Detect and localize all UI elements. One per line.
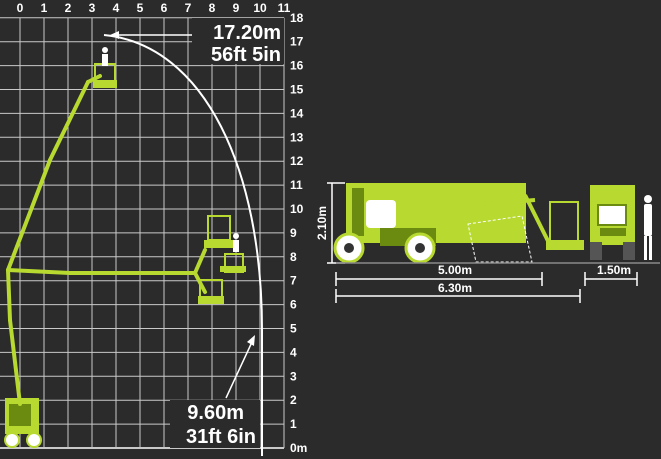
x-axis-ticks: 0 1 2 3 4 5 6 7 8 9 10 11 [17, 1, 291, 15]
grid [0, 17, 285, 449]
side-view-platform [546, 201, 584, 250]
machine-base-silhouette [4, 398, 42, 448]
y-tick-label: 18 [290, 11, 304, 25]
x-tick-label: 11 [278, 1, 291, 15]
max-outreach-leader [225, 341, 253, 399]
x-tick-label: 4 [113, 1, 120, 15]
max-height-label-bg [192, 18, 284, 64]
y-tick-label: 16 [290, 59, 304, 73]
x-tick-label: 7 [185, 1, 192, 15]
max-height-arrowhead [110, 31, 119, 39]
x-tick-label: 6 [161, 1, 168, 15]
x-tick-label: 1 [41, 1, 48, 15]
y-tick-label: 4 [290, 345, 297, 359]
y-tick-label: 1 [290, 417, 297, 431]
max-outreach-metric: 9.60m [187, 402, 244, 424]
platform-upper-position [204, 215, 239, 252]
y-tick-label: 11 [290, 178, 303, 192]
side-view-boom [390, 188, 552, 246]
max-height-metric: 17.20m [213, 22, 281, 44]
side-view: 2.10m 5.00m [315, 182, 585, 303]
y-tick-label: 9 [290, 226, 297, 240]
boom-raised [6, 74, 102, 406]
y-tick-label: 2 [290, 393, 297, 407]
max-height-imperial: 56ft 5in [211, 44, 281, 66]
overall-length-label: 6.30m [438, 281, 472, 295]
x-tick-label: 0 [17, 1, 24, 15]
stowed-height-label: 2.10m [315, 206, 329, 240]
y-tick-label: 14 [290, 106, 304, 120]
y-tick-label: 3 [290, 369, 297, 383]
platform-lower-position [198, 279, 224, 304]
max-outreach-label-bg [170, 400, 260, 448]
platform-middle-position [220, 253, 246, 273]
max-outreach-imperial: 31ft 6in [186, 426, 256, 448]
platform-raised [93, 47, 117, 88]
x-tick-label: 9 [233, 1, 240, 15]
y-tick-label: 0m [290, 441, 307, 455]
y-tick-label: 12 [290, 154, 304, 168]
rear-width-label: 1.50m [597, 263, 631, 277]
person-for-scale [644, 195, 652, 260]
x-tick-label: 5 [137, 1, 144, 15]
x-tick-label: 10 [253, 1, 267, 15]
x-tick-label: 8 [209, 1, 216, 15]
y-tick-label: 10 [290, 202, 304, 216]
y-tick-label: 13 [290, 130, 304, 144]
y-tick-label: 7 [290, 274, 297, 288]
max-outreach-arrowhead [247, 335, 255, 346]
side-view-counterweight-ghost [467, 215, 533, 263]
y-tick-label: 6 [290, 298, 297, 312]
y-tick-label: 5 [290, 322, 297, 336]
boom-horizontal [6, 248, 207, 294]
working-envelope-curve [103, 34, 263, 456]
x-tick-label: 2 [65, 1, 72, 15]
y-tick-label: 8 [290, 250, 297, 264]
y-tick-label: 15 [290, 83, 304, 97]
x-tick-label: 3 [89, 1, 96, 15]
side-view-chassis [333, 183, 526, 264]
rear-view: 1.50m [584, 185, 660, 286]
y-tick-label: 17 [290, 35, 304, 49]
wheelbase-length-label: 5.00m [438, 263, 472, 277]
